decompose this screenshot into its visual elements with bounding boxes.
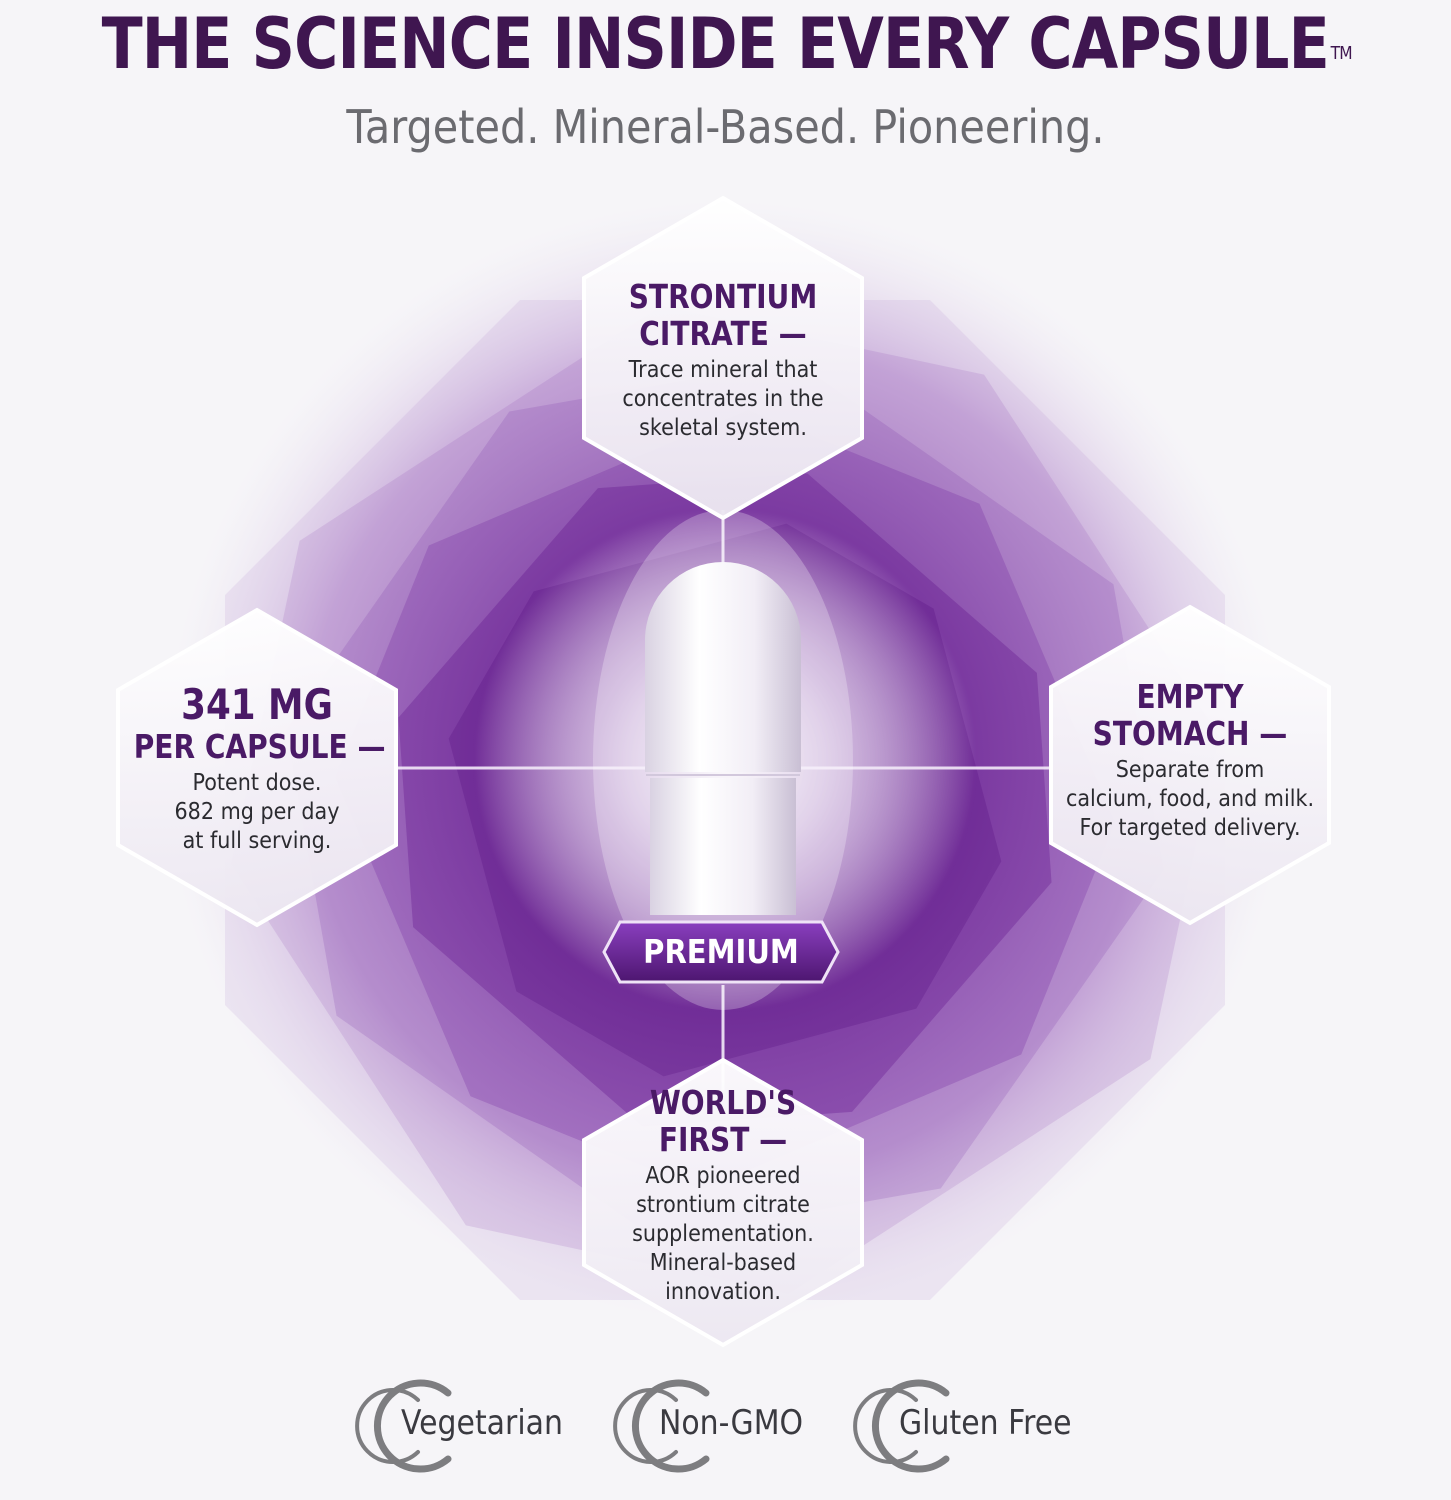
feature-heading: 341 MG PER CAPSULE —	[133, 680, 386, 766]
feature-heading: WORLD'S FIRST —	[649, 1083, 797, 1159]
hex-left	[116, 607, 398, 928]
badge-icons	[355, 1379, 950, 1473]
hexagon-frames	[116, 195, 1331, 1348]
c-ring-icon	[373, 1379, 452, 1473]
feature-dose: 341 MG PER CAPSULE — Potent dose. 682 mg…	[112, 682, 402, 856]
connector-lines	[395, 510, 1050, 1090]
feature-body: Trace mineral that concentrates in the s…	[622, 357, 824, 441]
feature-body: AOR pioneered strontium citrate suppleme…	[632, 1163, 814, 1305]
c-ring-icon	[355, 1388, 420, 1464]
capsule-graphic	[593, 510, 853, 1010]
c-ring-icon	[871, 1379, 950, 1473]
feature-heading: STRONTIUM CITRATE —	[628, 277, 818, 353]
c-ring-icon	[613, 1388, 678, 1464]
feature-worlds-first: WORLD'S FIRST — AOR pioneered strontium …	[593, 1084, 853, 1307]
badge-non-gmo: Non-GMO	[659, 1378, 823, 1468]
premium-label: PREMIUM	[643, 932, 799, 971]
feature-strontium-citrate: STRONTIUM CITRATE — Trace mineral that c…	[593, 278, 853, 443]
hex-top	[582, 195, 864, 521]
feature-empty-stomach: EMPTY STOMACH — Separate from calcium, f…	[1045, 678, 1335, 843]
premium-badge	[602, 920, 840, 984]
badge-gluten-free: Gluten Free	[899, 1378, 1095, 1468]
trademark-mark: TM	[1330, 43, 1353, 64]
badge-label: Vegetarian	[401, 1403, 563, 1443]
badge-vegetarian: Vegetarian	[401, 1378, 585, 1468]
page-title: THE SCIENCE INSIDE EVERY CAPSULETM	[101, 3, 1353, 85]
hex-right	[1049, 604, 1331, 926]
page-subtitle: Targeted. Mineral-Based. Pioneering.	[346, 100, 1105, 154]
feature-heading: EMPTY STOMACH —	[1092, 677, 1288, 753]
c-ring-icon	[631, 1379, 710, 1473]
hex-bottom	[582, 1057, 864, 1348]
badge-label: Gluten Free	[899, 1403, 1072, 1443]
feature-body: Separate from calcium, food, and milk. F…	[1065, 757, 1315, 841]
c-ring-icon	[853, 1388, 918, 1464]
feature-body: Potent dose. 682 mg per day at full serv…	[174, 770, 340, 854]
badge-label: Non-GMO	[659, 1403, 804, 1443]
